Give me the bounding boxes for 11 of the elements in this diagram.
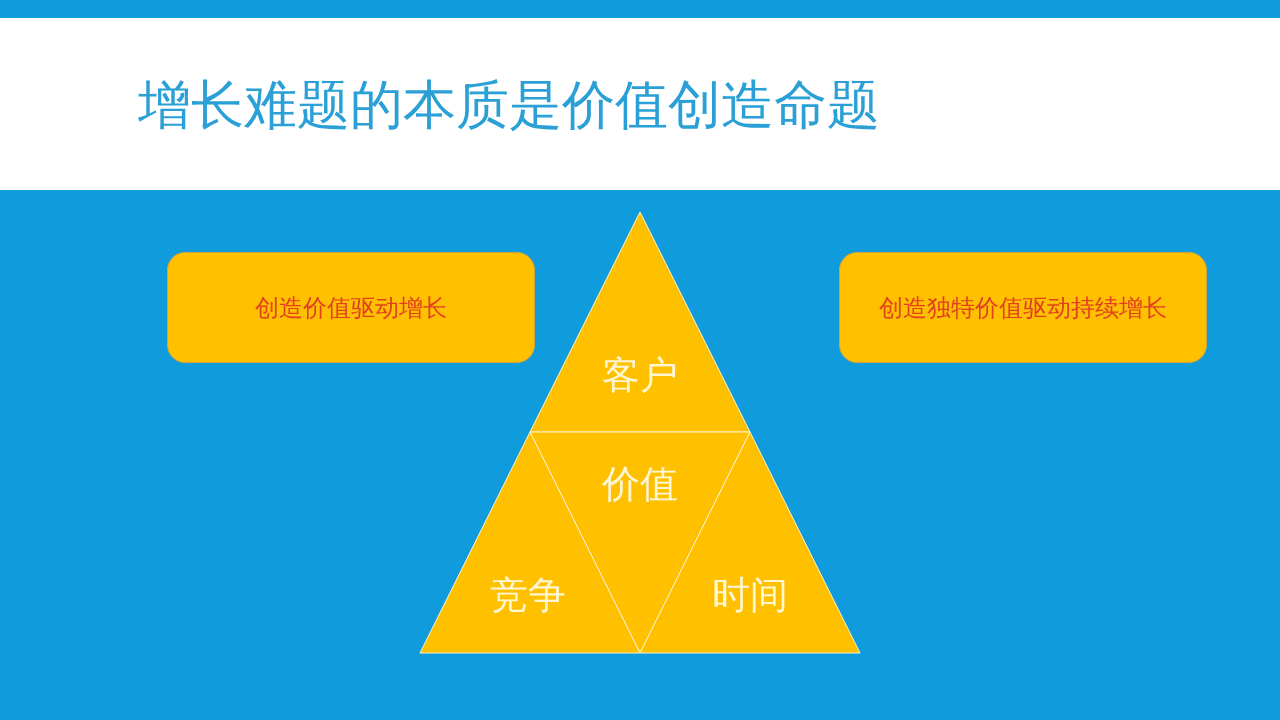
triangle-segment: [530, 212, 750, 432]
triangle-segment: [640, 432, 860, 653]
rounded-box: 创造独特价值驱动持续增长: [839, 252, 1207, 363]
slide-title: 增长难题的本质是价值创造命题: [138, 78, 880, 131]
triangle-segment: [420, 432, 640, 653]
triangle-segment: [530, 432, 750, 653]
rounded-box: 创造价值驱动增长: [167, 252, 535, 363]
segment-label: 价值: [602, 465, 678, 503]
segment-label: 竞争: [490, 576, 566, 614]
segment-label: 时间: [712, 576, 788, 614]
segment-label: 客户: [602, 356, 678, 394]
